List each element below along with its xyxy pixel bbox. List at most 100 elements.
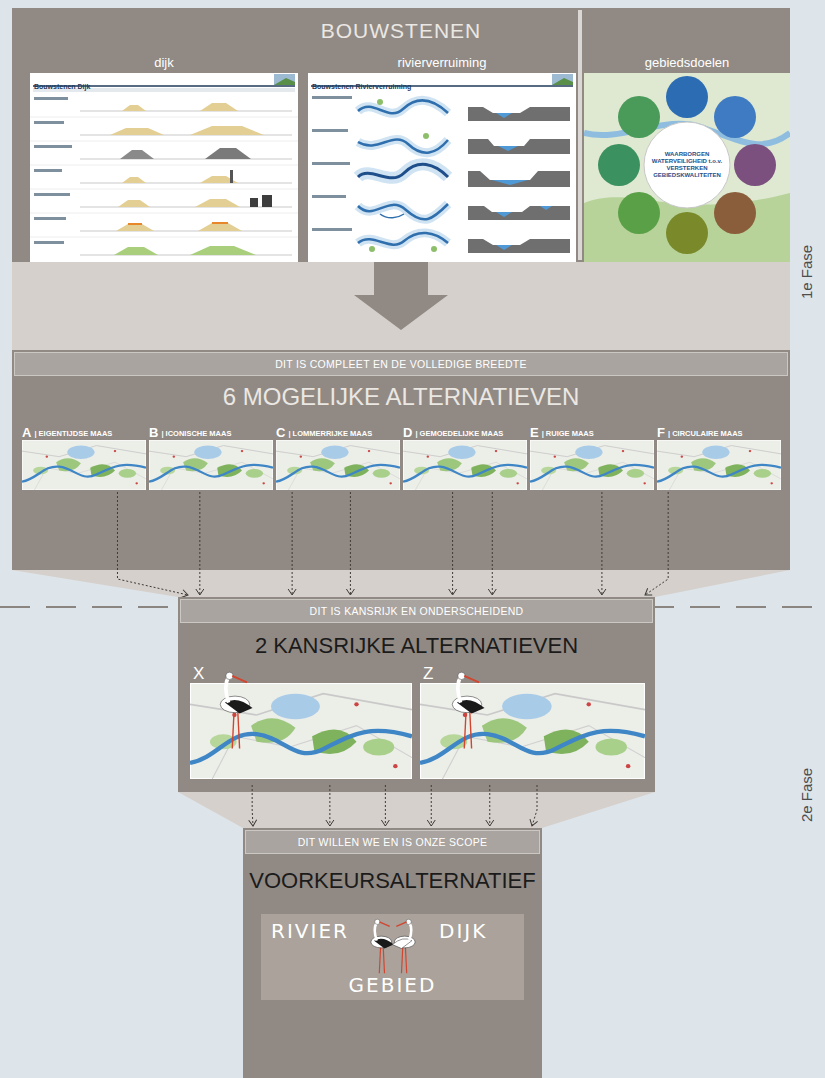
illustration-shape <box>618 96 660 138</box>
separator-line <box>578 10 582 260</box>
logo-word: GEBIED <box>349 974 437 996</box>
illustration-shape <box>681 456 683 458</box>
illustration-shape <box>312 162 350 165</box>
illustration-shape <box>226 677 229 703</box>
dotted-arrow <box>492 492 493 595</box>
illustration-shape <box>195 199 240 207</box>
illustration-shape <box>262 195 272 207</box>
alternative-map <box>276 440 400 490</box>
illustration-shape <box>554 456 556 458</box>
option-letter: D <box>403 426 412 439</box>
illustration-shape <box>468 171 570 187</box>
illustration-shape <box>34 241 292 255</box>
illustration-shape <box>80 207 292 208</box>
alternative-map <box>190 683 412 779</box>
funnel-band <box>178 792 655 828</box>
illustration-shape <box>358 139 448 152</box>
illustration-shape <box>495 450 497 452</box>
illustration-shape <box>358 233 448 245</box>
illustration-shape <box>464 711 466 749</box>
dotted-arrow <box>117 492 188 595</box>
illustration-shape <box>135 482 137 484</box>
illustration-shape <box>375 919 380 924</box>
illustration-shape <box>312 228 570 253</box>
illustration-shape <box>194 446 221 459</box>
illustration-shape <box>200 103 238 111</box>
illustration-shape <box>80 231 292 232</box>
illustration-shape <box>30 213 298 214</box>
option-name: | CIRCULAIRE MAAS <box>668 429 743 438</box>
column-heading: gebiedsdoelen <box>584 55 790 71</box>
alternative-card: F| CIRCULAIRE MAAS <box>657 426 781 490</box>
alternative-card: B| ICONISCHE MAAS <box>149 426 273 490</box>
illustration-shape <box>312 129 348 132</box>
stork-figure <box>444 667 490 751</box>
illustration-shape <box>468 206 570 220</box>
illustration-shape <box>470 711 472 749</box>
illustration-shape <box>540 206 552 210</box>
illustration-shape <box>657 440 781 490</box>
illustration-shape <box>230 170 233 183</box>
illustration-shape <box>232 711 234 749</box>
illustration-shape <box>358 233 448 245</box>
illustration-shape <box>312 96 352 99</box>
illustration-shape <box>552 78 573 85</box>
illustration-shape <box>552 74 573 85</box>
river-sheet <box>308 73 576 262</box>
illustration-shape <box>30 169 298 189</box>
header-bar: DIT WILLEN WE EN IS ONZE SCOPE <box>245 830 540 854</box>
illustration-shape <box>492 180 528 185</box>
illustration-shape <box>46 456 48 458</box>
illustration-shape <box>666 76 708 118</box>
illustration-shape <box>392 919 415 973</box>
option-letter: A <box>22 426 31 439</box>
illustration-shape <box>114 450 116 452</box>
illustration-shape <box>358 204 448 219</box>
illustration-shape <box>312 162 570 187</box>
illustration-shape <box>300 456 302 458</box>
illustration-shape <box>149 465 273 482</box>
illustration-shape <box>122 105 146 111</box>
illustration-shape <box>30 165 298 166</box>
option-letter: B <box>149 426 158 439</box>
stage-panel: DIT IS KANSRIJK EN ONDERSCHEIDEND2 KANSR… <box>178 597 655 783</box>
illustration-shape <box>402 947 403 974</box>
illustration-shape <box>405 947 406 974</box>
illustration-shape <box>226 672 233 679</box>
illustration-shape <box>448 446 475 459</box>
option-name: | LOMMERRIJKE MAAS <box>288 429 372 438</box>
dotted-arrow <box>252 781 254 826</box>
stork-figure <box>212 667 258 751</box>
illustration-shape <box>423 133 429 139</box>
illustration-shape <box>587 702 592 706</box>
dotted-arrow <box>350 492 351 595</box>
illustration-shape <box>22 440 146 490</box>
illustration-shape <box>312 228 352 231</box>
illustration-shape <box>34 193 70 196</box>
dotted-arrow <box>489 781 490 826</box>
illustration-shape <box>358 100 448 113</box>
illustration-shape <box>262 482 264 484</box>
illustration-shape <box>644 122 730 208</box>
illustration-shape <box>80 159 292 160</box>
illustration-shape <box>122 177 146 183</box>
option-letter: E <box>530 426 539 439</box>
illustration-shape <box>354 702 358 706</box>
dotted-arrow <box>532 781 537 826</box>
illustration-shape <box>312 195 346 198</box>
illustration-shape <box>274 78 295 85</box>
illustration-shape <box>377 99 383 105</box>
illustration-shape <box>358 164 448 178</box>
illustration-shape <box>371 919 394 973</box>
illustration-shape <box>500 469 517 478</box>
illustration-shape <box>598 144 640 186</box>
illustration-shape <box>749 450 751 452</box>
illustration-shape <box>312 129 570 154</box>
stage-heading: 6 MOGELIJKE ALTERNATIEVEN <box>12 383 790 411</box>
illustration-shape <box>80 255 292 256</box>
illustration-shape <box>596 738 628 755</box>
illustration-shape <box>622 450 624 452</box>
illustration-shape <box>358 164 448 178</box>
illustration-shape <box>369 246 375 252</box>
illustration-shape <box>149 440 273 490</box>
